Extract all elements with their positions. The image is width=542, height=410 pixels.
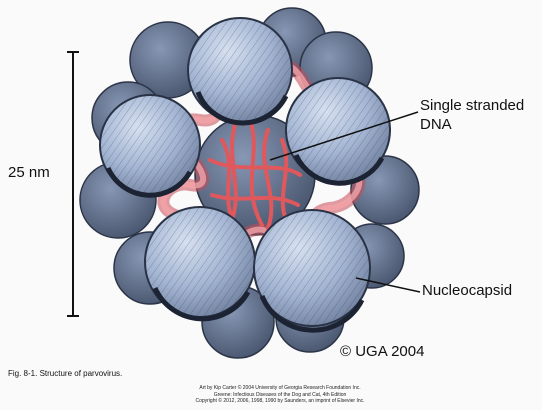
capsomer-bottom-right bbox=[254, 210, 370, 330]
scale-bar-label: 25 nm bbox=[8, 164, 50, 181]
credits-line3: Copyright © 2012, 2006, 1998, 1990 by Sa… bbox=[150, 398, 410, 405]
dna-label-line1: Single stranded bbox=[420, 96, 524, 115]
nucleocapsid-label: Nucleocapsid bbox=[422, 282, 512, 299]
copyright-label: © UGA 2004 bbox=[340, 343, 424, 360]
figure-caption: Fig. 8-1. Structure of parvovirus. bbox=[8, 369, 122, 378]
dna-label-line2: DNA bbox=[420, 115, 524, 134]
scale-bar bbox=[67, 52, 79, 316]
credits: Art by Kip Carter © 2004 University of G… bbox=[150, 385, 410, 405]
capsomer-bottom-left bbox=[145, 207, 255, 319]
capsomer-right bbox=[286, 78, 390, 183]
capsomer-left bbox=[100, 95, 200, 195]
dna-label: Single stranded DNA bbox=[420, 96, 524, 134]
capsomer-top bbox=[188, 18, 292, 123]
